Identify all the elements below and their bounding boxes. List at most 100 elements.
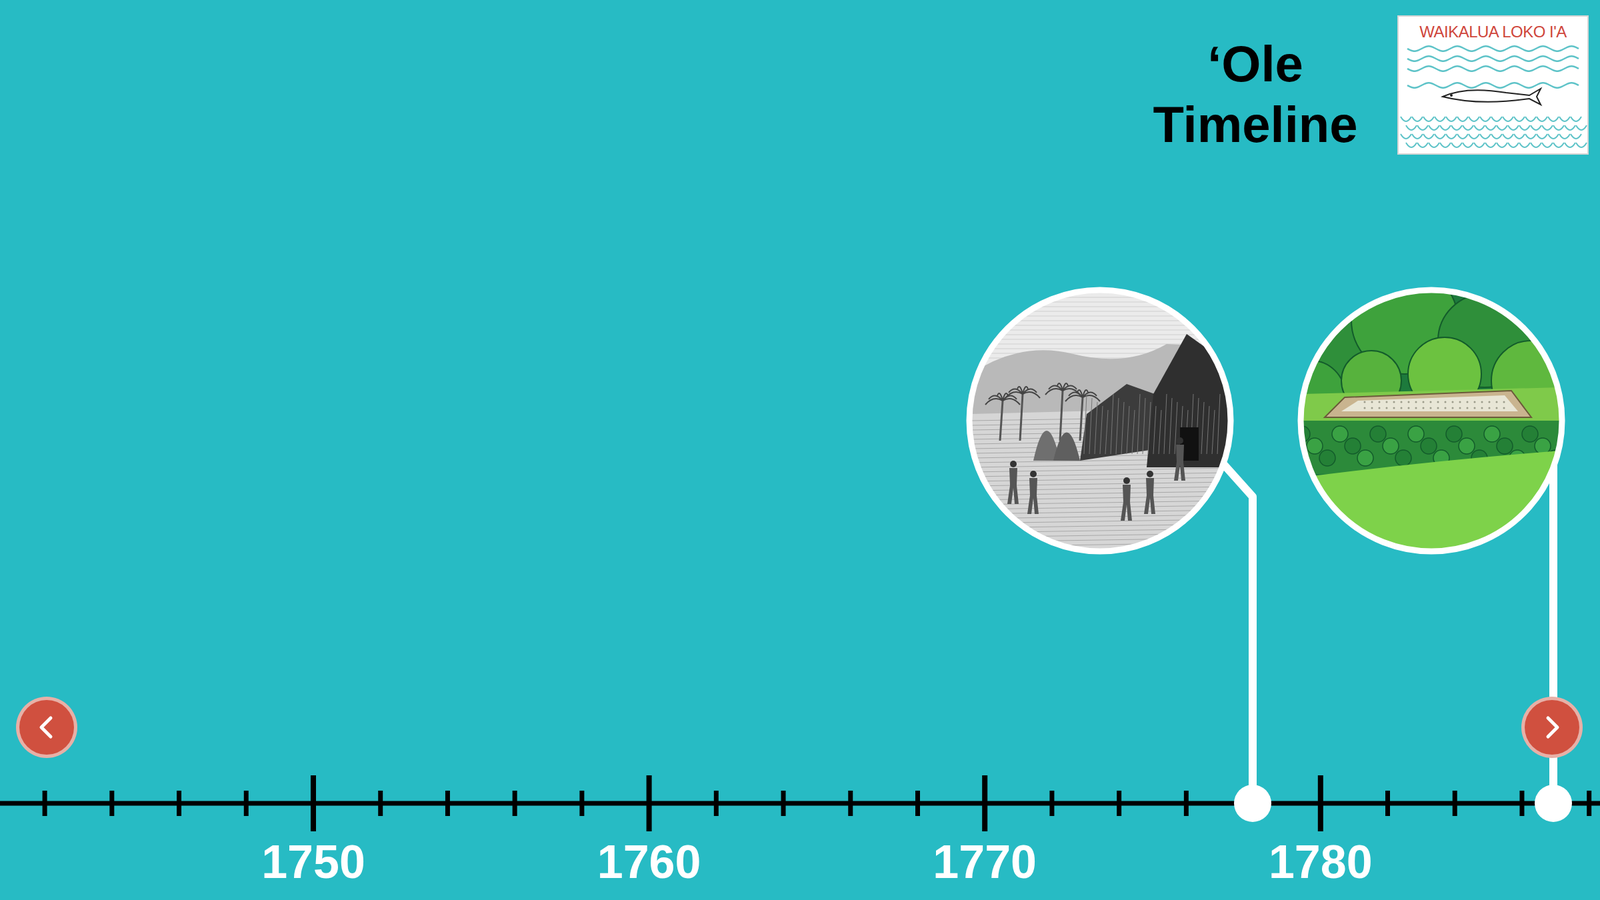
pond-stone bbox=[1452, 401, 1454, 404]
thatched-hut bbox=[1146, 334, 1234, 468]
logo-scale bbox=[1400, 134, 1412, 139]
logo-scale bbox=[1491, 116, 1502, 122]
label-holder: 1770 bbox=[932, 838, 1037, 886]
minor-tick bbox=[378, 790, 383, 816]
pond-stone bbox=[1364, 407, 1366, 410]
logo-scale bbox=[1468, 134, 1480, 139]
thatch-lines bbox=[1116, 398, 1119, 454]
label-holder: 1760 bbox=[597, 838, 702, 886]
logo-scale bbox=[1474, 142, 1485, 148]
palm-frond bbox=[1008, 388, 1023, 394]
logo-scale bbox=[1423, 134, 1434, 139]
pond-stone bbox=[1488, 407, 1491, 410]
thatch-lines bbox=[1132, 410, 1135, 454]
logo-scale bbox=[1496, 142, 1508, 148]
logo-scale bbox=[1417, 125, 1428, 130]
palm-frond bbox=[1048, 385, 1063, 391]
illustration-frame bbox=[969, 290, 1231, 552]
hut bbox=[1053, 432, 1080, 462]
pond-stone bbox=[1466, 407, 1469, 410]
ground-hatching bbox=[970, 542, 1230, 547]
logo-scale bbox=[1553, 142, 1564, 148]
thatch-lines bbox=[1164, 394, 1167, 454]
event-marker bbox=[1534, 784, 1572, 822]
thatch-lines bbox=[1137, 394, 1140, 454]
year-label: 1770 bbox=[932, 838, 1037, 886]
sky-hatching bbox=[970, 306, 1230, 308]
sky-hatching bbox=[970, 297, 1230, 298]
ground-hatching bbox=[970, 528, 1230, 533]
palm-trunk bbox=[1080, 397, 1083, 441]
logo-scale bbox=[1480, 116, 1491, 122]
palm-trunk bbox=[1060, 390, 1063, 441]
figure bbox=[1144, 470, 1156, 514]
ground-hatching bbox=[970, 472, 1230, 477]
figure-head bbox=[1176, 437, 1184, 444]
thatch-lines bbox=[1212, 410, 1215, 454]
logo-scale bbox=[1451, 142, 1462, 148]
pond-stone bbox=[1459, 401, 1462, 404]
pond-stone bbox=[1459, 407, 1462, 410]
thatch-lines bbox=[1105, 410, 1108, 454]
hedge-leaf bbox=[1370, 426, 1386, 442]
label-holder: 1780 bbox=[1268, 838, 1373, 886]
palm-frond bbox=[997, 393, 1003, 401]
year-label: 1760 bbox=[597, 838, 702, 886]
logo-scale bbox=[1462, 125, 1474, 130]
logo-scale bbox=[1457, 116, 1468, 122]
logo-scale bbox=[1423, 116, 1434, 122]
sky-hatching bbox=[970, 316, 1230, 317]
leader-line bbox=[1224, 464, 1253, 804]
major-tick bbox=[982, 775, 988, 832]
illustration-frame bbox=[1300, 290, 1562, 552]
palm-frond bbox=[988, 395, 1003, 401]
major-tick bbox=[1318, 775, 1324, 832]
pond-stone bbox=[1488, 401, 1491, 404]
pond-stone bbox=[1452, 407, 1454, 410]
palm-frond bbox=[985, 398, 1003, 405]
ground-hatching bbox=[970, 505, 1230, 510]
timeline-axis bbox=[0, 801, 1600, 806]
figure-body bbox=[1174, 444, 1186, 481]
thatch-lines bbox=[1169, 398, 1172, 454]
palm-trunk bbox=[1000, 400, 1003, 441]
pond-stone bbox=[1503, 407, 1506, 410]
pond-stone bbox=[1400, 401, 1403, 404]
sky-hatching bbox=[970, 311, 1230, 312]
palm-frond bbox=[1005, 392, 1023, 398]
sky-hatching bbox=[970, 320, 1230, 322]
pond-stone bbox=[1474, 401, 1476, 404]
logo-scale bbox=[1559, 116, 1570, 122]
logo-art bbox=[1400, 46, 1587, 148]
logo-wave bbox=[1407, 46, 1579, 51]
pond-stone bbox=[1378, 401, 1381, 404]
thatch-lines bbox=[1217, 394, 1220, 454]
pond-stone bbox=[1364, 401, 1366, 404]
thatch-lines bbox=[1206, 406, 1210, 454]
timeline-title: ‘Ole Timeline bbox=[1128, 33, 1382, 155]
logo-scale bbox=[1570, 116, 1582, 122]
title-block: ‘Ole Timeline bbox=[1128, 33, 1382, 155]
ground-hatching bbox=[970, 477, 1230, 482]
year-label: 1780 bbox=[1268, 838, 1373, 886]
minor-tick bbox=[512, 790, 518, 816]
logo-scale bbox=[1559, 134, 1570, 139]
logo-scale bbox=[1519, 142, 1530, 148]
hedge-leaf bbox=[1534, 438, 1551, 454]
thatch-lines bbox=[1201, 402, 1204, 454]
hedge-leaf bbox=[1306, 438, 1323, 454]
ground-hatching bbox=[970, 538, 1230, 542]
logo-scale bbox=[1514, 116, 1525, 122]
hedge-leaf bbox=[1357, 450, 1374, 466]
logo-scale bbox=[1519, 125, 1530, 130]
hedge-leaf bbox=[1408, 426, 1424, 442]
logo-scale bbox=[1412, 134, 1423, 139]
figure-head bbox=[1030, 470, 1037, 478]
logo-box bbox=[1398, 16, 1588, 154]
pond-stone bbox=[1408, 407, 1410, 410]
pond-stone bbox=[1466, 401, 1469, 404]
logo-scale bbox=[1576, 125, 1587, 130]
button-ring bbox=[1521, 696, 1583, 758]
figure-body bbox=[1027, 478, 1039, 514]
pond-stone bbox=[1437, 407, 1440, 410]
